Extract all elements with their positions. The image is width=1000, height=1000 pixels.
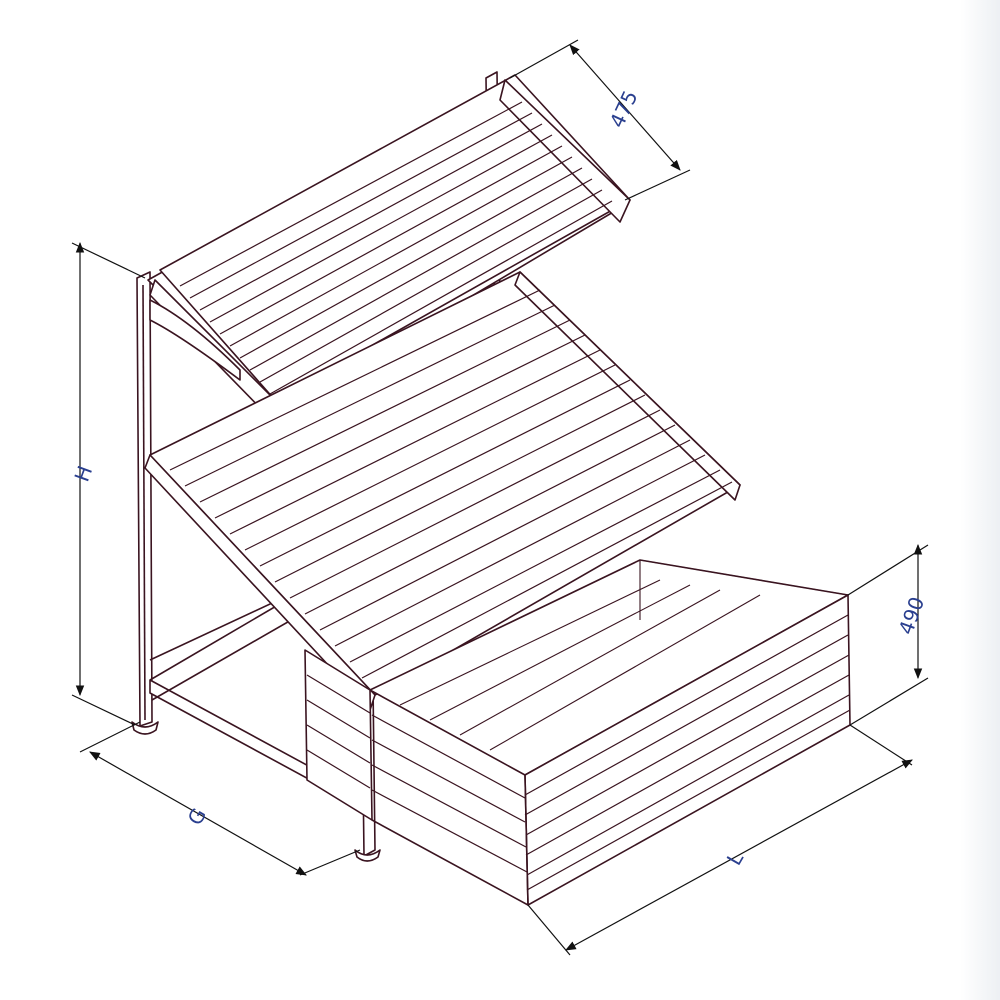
- dimension-g-line: [89, 751, 307, 876]
- rack-structure: [131, 71, 851, 906]
- dimension-490-label: 490: [894, 594, 930, 638]
- dimension-h: [71, 241, 146, 726]
- dimension-475: [509, 39, 691, 201]
- dimension-490: [847, 543, 929, 726]
- dimension-l-line: [565, 759, 913, 951]
- left-upright-post: [131, 271, 159, 735]
- right-edge-shade: [960, 0, 1000, 1000]
- dimension-l: [527, 724, 913, 956]
- dimension-475-label: 475: [605, 87, 643, 132]
- dimension-g: [79, 721, 361, 876]
- dimension-l-label: L: [722, 847, 749, 869]
- dimension-475-line: [569, 44, 681, 171]
- top-shelf-slats: [179, 101, 613, 395]
- bottom-bin-floor-slats: [399, 559, 849, 751]
- bottom-bin-side-slats: [306, 674, 528, 873]
- middle-shelf: [144, 271, 741, 711]
- middle-shelf-slats: [169, 289, 733, 679]
- dimension-h-label: H: [70, 462, 98, 484]
